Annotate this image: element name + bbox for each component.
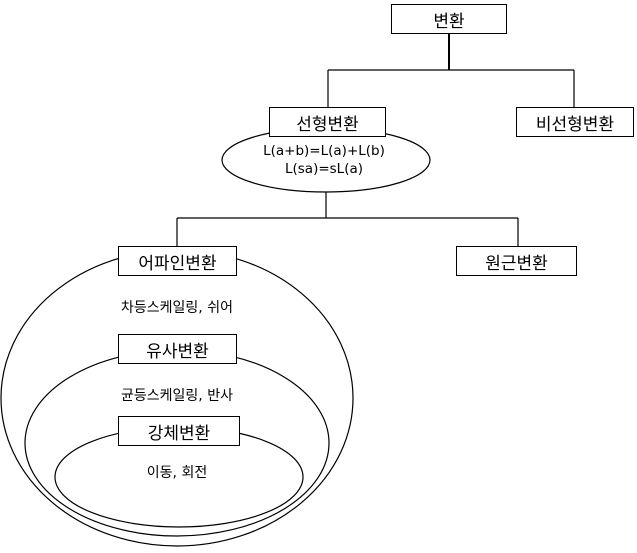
node-affine-transform: 어파인변환	[118, 246, 237, 276]
node-nonlinear-transform: 비선형변환	[516, 107, 634, 137]
node-perspective-transform: 원근변환	[456, 246, 577, 276]
linear-properties-text: L(a+b)=L(a)+L(b) L(sa)=sL(a)	[263, 142, 385, 178]
additivity-formula: L(a+b)=L(a)+L(b)	[263, 143, 385, 159]
node-transform: 변환	[391, 4, 507, 34]
node-linear-transform: 선형변환	[269, 107, 386, 137]
rigid-operations-label: 이동, 회전	[146, 465, 208, 481]
homogeneity-formula: L(sa)=sL(a)	[284, 161, 364, 177]
node-similarity-transform: 유사변환	[118, 334, 237, 364]
affine-operations-label: 차등스케일링, 쉬어	[121, 300, 233, 316]
node-rigid-transform: 강체변환	[118, 416, 240, 446]
similarity-operations-label: 균등스케일링, 반사	[121, 388, 233, 404]
